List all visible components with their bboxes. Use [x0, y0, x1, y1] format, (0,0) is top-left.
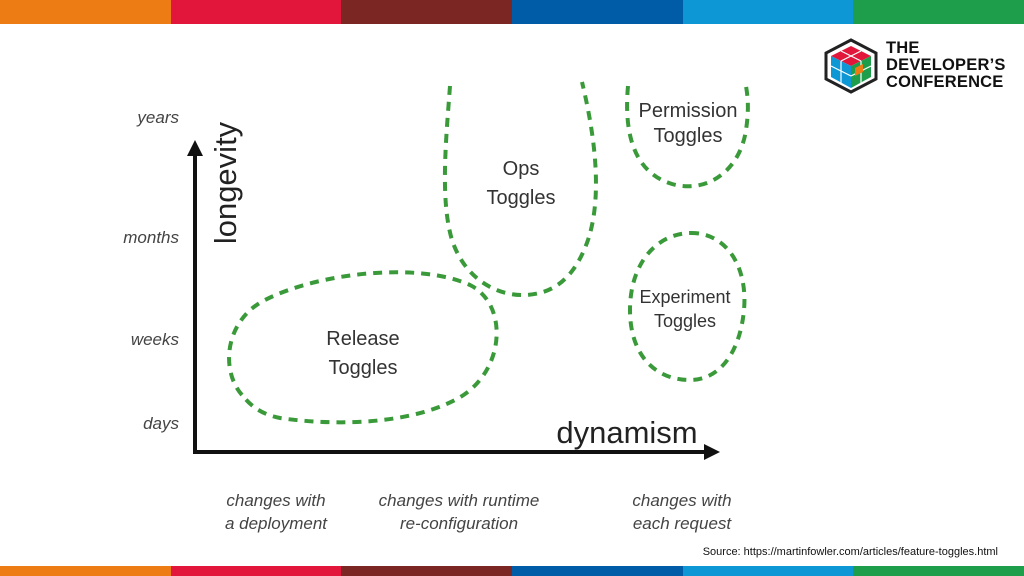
bottom-color-stripe [0, 566, 1024, 576]
y-axis-arrowhead [187, 140, 203, 156]
release-toggles-region [227, 270, 499, 425]
stripe-segment [853, 0, 1024, 24]
permission-toggles-label: Permission [639, 100, 738, 122]
x-tick-label: changes with [632, 491, 731, 510]
stripe-segment [512, 566, 683, 576]
x-tick-label: each request [633, 514, 733, 533]
experiment-toggles-region [627, 230, 747, 383]
source-citation: Source: https://martinfowler.com/article… [702, 546, 998, 558]
top-color-stripe [0, 0, 1024, 24]
x-axis-arrowhead [704, 444, 720, 460]
experiment-toggles-label: Toggles [654, 311, 716, 331]
cube-logo-icon [824, 38, 878, 94]
stripe-segment [170, 0, 342, 24]
x-tick-label: a deployment [225, 514, 328, 533]
stripe-segment [512, 0, 683, 24]
stripe-segment [0, 566, 171, 576]
x-tick-label: changes with [226, 491, 325, 510]
stripe-segment [0, 0, 171, 24]
stripe-segment [682, 566, 854, 576]
x-axis-title: dynamism [556, 415, 697, 450]
y-tick-label: months [123, 228, 179, 247]
y-tick-label: days [143, 414, 179, 433]
experiment-toggles-label: Experiment [639, 287, 730, 307]
y-axis-title: longevity [208, 121, 243, 244]
logo-line: THE [886, 39, 920, 57]
logo-wordmark: THE DEVELOPER’S CONFERENCE [886, 40, 1006, 91]
y-tick-label: weeks [131, 330, 180, 349]
ops-toggles-region [442, 81, 598, 298]
x-tick-label: changes with runtime [379, 491, 540, 510]
stripe-segment [341, 566, 513, 576]
conference-logo: THE DEVELOPER’S CONFERENCE [822, 38, 1005, 94]
y-tick-label: years [136, 108, 179, 127]
permission-toggles-label: Toggles [654, 125, 723, 147]
release-toggles-label: Toggles [329, 357, 398, 379]
logo-line: DEVELOPER’S [886, 56, 1006, 74]
stripe-segment [170, 566, 342, 576]
stripe-segment [341, 0, 513, 24]
permission-toggles-region [625, 85, 750, 189]
stripe-segment [853, 566, 1024, 576]
ops-toggles-label: Toggles [487, 187, 556, 209]
ops-toggles-label: Ops [503, 158, 540, 180]
stripe-segment [682, 0, 854, 24]
release-toggles-label: Release [326, 328, 399, 350]
x-tick-label: re-configuration [400, 514, 518, 533]
logo-line: CONFERENCE [886, 73, 1004, 91]
